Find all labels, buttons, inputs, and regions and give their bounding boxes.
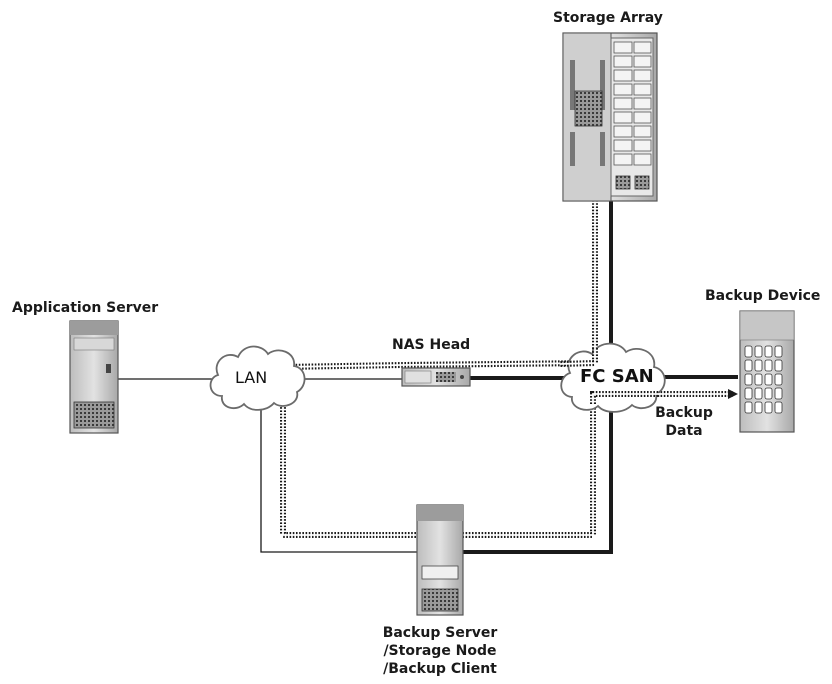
nas-head-label: NAS Head — [392, 337, 471, 353]
fc-san-label: FC SAN — [580, 366, 654, 387]
backup-data-path — [280, 200, 734, 538]
backup-data-line2: Data — [665, 423, 703, 439]
nas-head-icon — [401, 367, 471, 387]
lan-backup-server-link — [260, 406, 417, 553]
storage-array-label: Storage Array — [553, 10, 663, 26]
backup-server-line3: /Backup Client — [383, 661, 497, 677]
backup-server-line1: Backup Server — [382, 625, 498, 641]
fcsan-backup-server-link — [463, 405, 613, 554]
backup-server-icon — [416, 504, 464, 616]
backup-device-label: Backup Device — [705, 288, 821, 304]
application-server-label: Application Server — [12, 300, 159, 316]
application-server-icon — [69, 320, 119, 434]
backup-data-line1: Backup — [655, 405, 713, 421]
backup-server-label: Backup Server /Storage Node /Backup Clie… — [360, 624, 520, 678]
lan-cloud-icon — [209, 345, 306, 411]
backup-server-line2: /Storage Node — [383, 643, 497, 659]
backup-data-arrowhead — [728, 389, 738, 399]
backup-data-label: Backup Data — [652, 404, 716, 440]
storage-array-icon — [562, 32, 658, 202]
tape-library-icon — [739, 310, 795, 433]
lan-label: LAN — [235, 368, 268, 387]
